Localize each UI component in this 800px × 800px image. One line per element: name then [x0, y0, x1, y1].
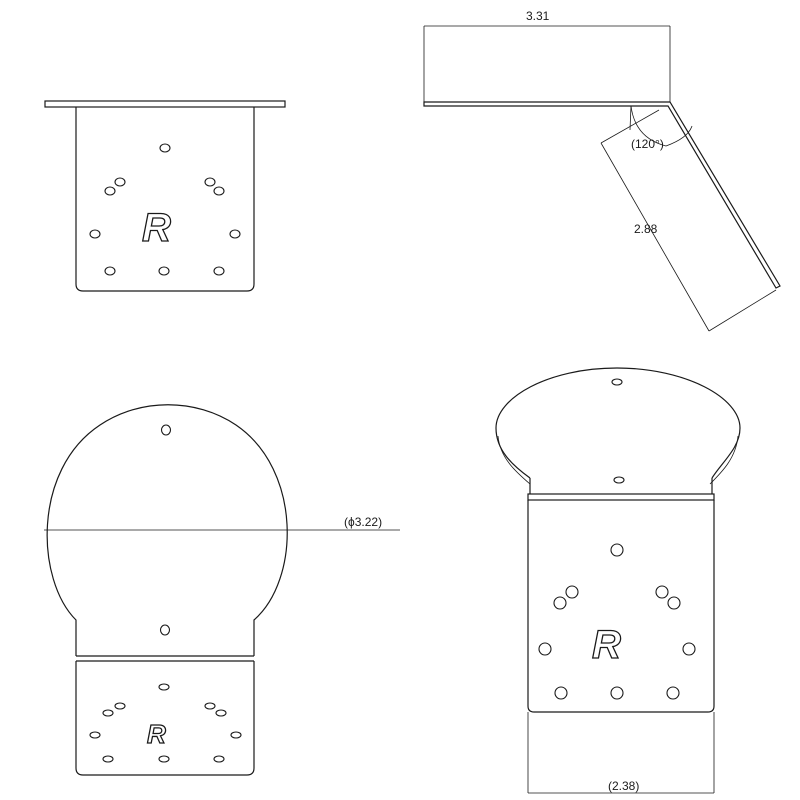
angle-label: (120°): [631, 137, 664, 151]
side-width-label: 3.31: [526, 9, 550, 23]
iso-plate-outline: [527, 500, 715, 713]
iso-plate-logo: R: [592, 623, 621, 667]
side-view-flange: [423, 101, 781, 289]
front-view-top-flange: [44, 100, 286, 108]
plate-width-dimension: [527, 712, 715, 794]
front-view-holes: [89, 143, 241, 276]
diameter-label: (ϕ3.22): [344, 515, 382, 529]
iso-top-hole: [611, 378, 623, 386]
round-plate-logo: R: [147, 719, 166, 749]
front-view-plate-outline: [75, 107, 255, 292]
iso-oval-top: [495, 367, 741, 479]
iso-neck: [529, 478, 713, 494]
iso-oval-top-left-edge: [495, 427, 531, 479]
front-view-logo: R: [142, 206, 171, 250]
iso-oval-thickness: [497, 435, 739, 485]
round-plate-view: (ϕ3.22) R: [44, 404, 400, 776]
front-view: R: [44, 100, 286, 292]
side-length-label: 2.88: [634, 222, 658, 236]
plate-width-label: (2.38): [608, 779, 639, 793]
side-length-dimension: [600, 109, 777, 332]
side-view: 3.31 (120°) 2.88: [423, 9, 781, 332]
iso-mid-hole: [613, 476, 625, 484]
iso-bend-band: [527, 493, 715, 501]
iso-plate-holes: [538, 543, 696, 700]
round-plate-top-hole: [160, 424, 172, 436]
round-plate-outline: [46, 404, 288, 656]
round-plate-mid-hole: [159, 624, 171, 636]
side-width-dimension: [423, 25, 671, 102]
round-plate-holes: [89, 683, 242, 763]
isometric-view: R (2.38): [495, 367, 741, 794]
round-plate-lower-outline: [75, 661, 255, 776]
